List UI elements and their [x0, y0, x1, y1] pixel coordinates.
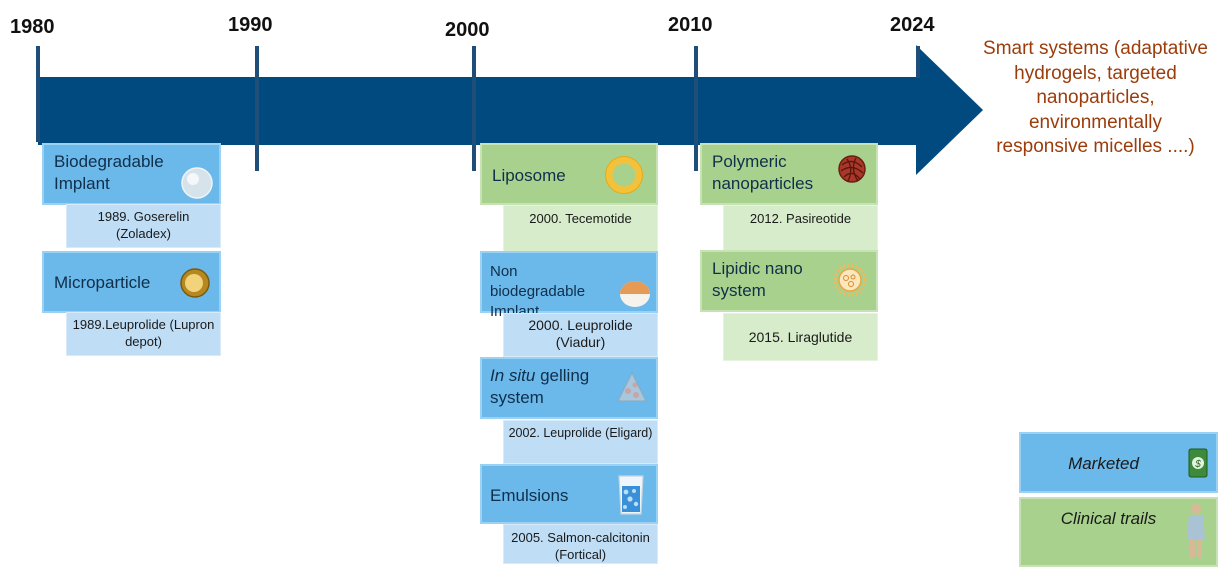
- timeline-arrow: [38, 77, 918, 145]
- note-liraglutide: 2015. Liraglutide: [723, 313, 878, 361]
- item-title: Polymeric nanoparticles: [712, 152, 814, 193]
- legend-clinical-label: Clinical trails: [1060, 509, 1157, 528]
- tick-2024: [916, 46, 920, 78]
- note-leuprolide-eligard: 2002. Leuprolide (Eligard): [503, 420, 658, 464]
- svg-text:$: $: [1194, 459, 1201, 470]
- banknote-icon: $: [1188, 448, 1208, 478]
- legend-marketed: Marketed $: [1019, 432, 1218, 493]
- tick-2000: [472, 46, 476, 171]
- note-salmon-calcitonin: 2005. Salmon-calcitonin (Fortical): [503, 524, 658, 564]
- polymer-ball-icon: [838, 155, 866, 183]
- sphere-icon: [181, 167, 213, 199]
- note-pasireotide: 2012. Pasireotide: [723, 205, 878, 252]
- item-title: Microparticle: [54, 273, 151, 292]
- item-microparticle: Microparticle: [42, 251, 221, 313]
- tick-2010: [694, 46, 698, 171]
- legend-marketed-label: Marketed: [1068, 454, 1139, 473]
- note-leuprolide-viadur: 2000. Leuprolide (Viadur): [503, 313, 658, 357]
- future-smart-systems-text: Smart systems (adaptative hydrogels, tar…: [983, 38, 1208, 157]
- year-label-2000: 2000: [445, 19, 490, 41]
- patient-icon: [1187, 504, 1205, 557]
- beaker-icon: [618, 475, 644, 515]
- item-title-italic: In situ: [490, 366, 536, 385]
- item-title-rest: gelling system: [490, 366, 590, 407]
- year-label-2010: 2010: [668, 14, 713, 36]
- note-goserelin: 1989. Goserelin (Zoladex): [66, 204, 221, 248]
- item-title: Biodegradable Implant: [54, 152, 164, 193]
- implant-icon: [620, 281, 650, 307]
- item-title: Non biodegradable Implant: [490, 263, 586, 320]
- lipid-nanoparticle-icon: [833, 263, 867, 297]
- note-tecemotide: 2000. Tecemotide: [503, 205, 658, 252]
- item-in-situ-gelling-system: In situ gelling system: [480, 357, 658, 419]
- tick-1990: [255, 46, 259, 171]
- year-label-1980: 1980: [10, 16, 55, 38]
- note-leuprolide-lupron: 1989.Leuprolide (Lupron depot): [66, 312, 221, 356]
- item-liposome: Liposome: [480, 143, 658, 205]
- legend-clinical-trials: Clinical trails: [1019, 497, 1218, 567]
- item-polymeric-nanoparticles: Polymeric nanoparticles: [700, 143, 878, 205]
- ring-icon: [605, 156, 643, 194]
- item-title: Lipidic nano system: [712, 259, 803, 300]
- item-lipidic-nano-system: Lipidic nano system: [700, 250, 878, 312]
- item-title: Liposome: [492, 166, 566, 185]
- year-label-1990: 1990: [228, 14, 273, 36]
- item-emulsions: Emulsions: [480, 464, 658, 524]
- item-title: Emulsions: [490, 486, 569, 505]
- item-non-biodegradable-implant: Non biodegradable Implant: [480, 251, 658, 320]
- tick-1980: [36, 46, 40, 142]
- item-biodegradable-implant: Biodegradable Implant: [42, 143, 221, 205]
- timeline-arrowhead: [916, 45, 983, 175]
- gel-icon: [617, 371, 647, 402]
- year-label-2024: 2024: [890, 14, 935, 36]
- microparticle-icon: [180, 268, 210, 298]
